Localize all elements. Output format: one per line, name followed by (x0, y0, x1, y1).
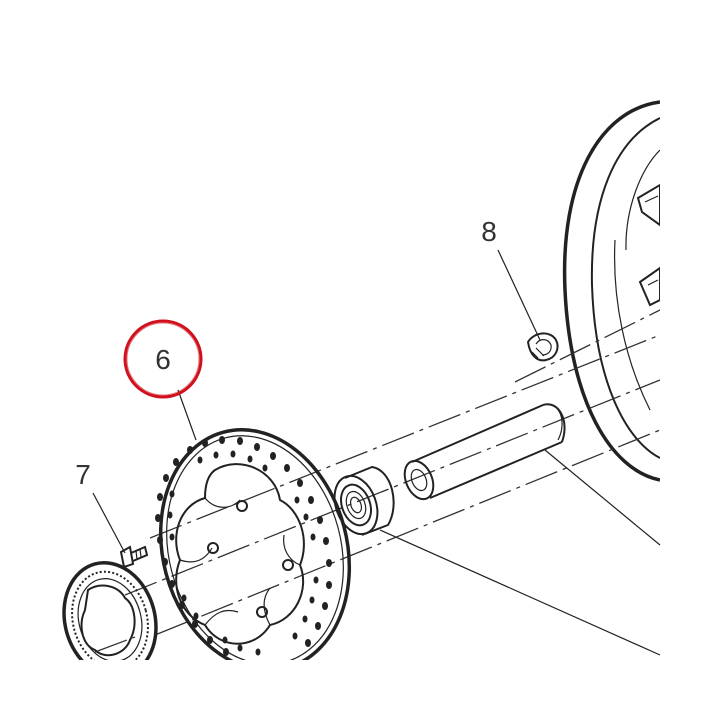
leader-line-8 (497, 249, 541, 341)
brake-disc-part-6 (155, 428, 352, 660)
callout-7[interactable]: 7 (75, 459, 91, 490)
leader-line-7 (92, 492, 126, 554)
leader-line-tube (544, 449, 661, 546)
tone-ring (62, 561, 158, 660)
highlight-circle (123, 319, 203, 399)
callout-label-6: 6 (155, 344, 171, 375)
callout-6[interactable]: 6 (123, 319, 203, 399)
spacer-tube (403, 403, 566, 501)
callout-label-7: 7 (75, 459, 91, 490)
callout-8[interactable]: 8 (481, 216, 497, 247)
leader-line-6 (177, 389, 197, 441)
bolt-part-7 (119, 545, 149, 569)
leader-lines (92, 249, 661, 656)
bearing (333, 465, 395, 536)
leader-line-bearing (379, 529, 661, 656)
callout-label-8: 8 (481, 216, 497, 247)
fitting-part-8 (526, 332, 559, 362)
wheel-rim (562, 100, 660, 482)
